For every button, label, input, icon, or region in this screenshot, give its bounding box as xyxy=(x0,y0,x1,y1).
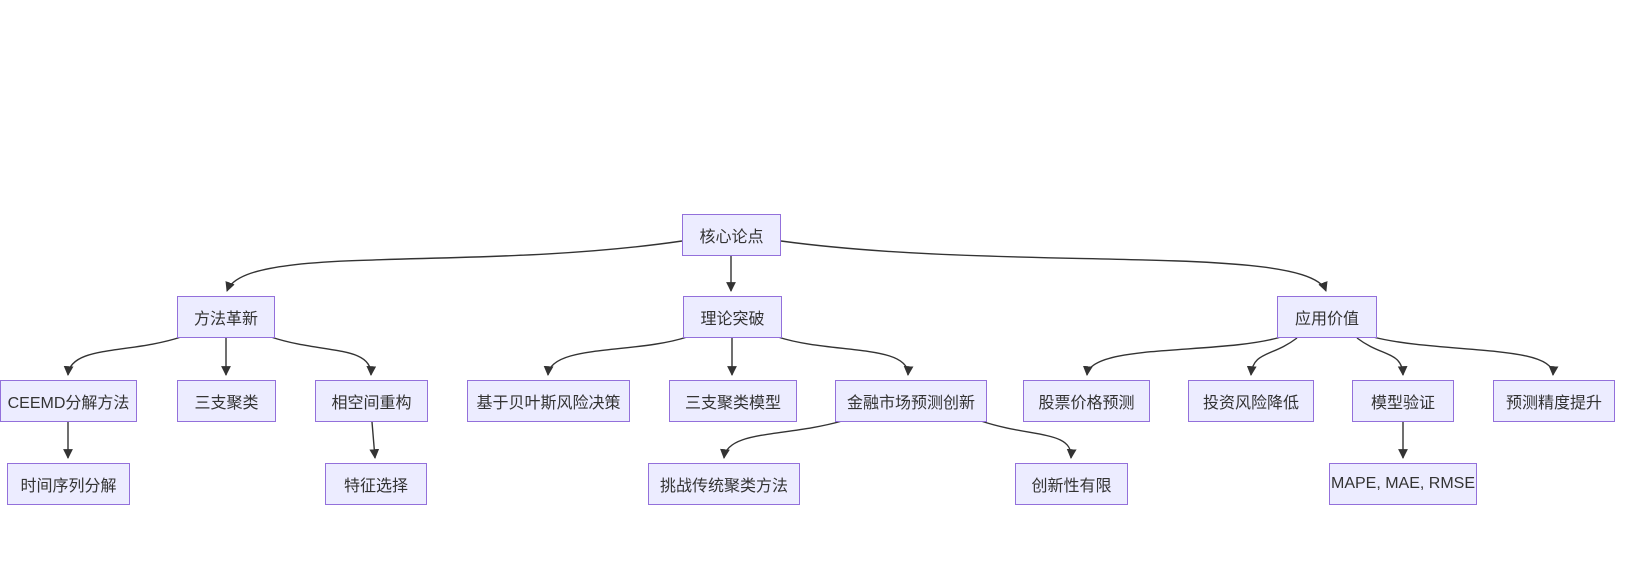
node-theory: 理论突破 xyxy=(683,296,782,338)
node-metrics: MAPE, MAE, RMSE xyxy=(1329,463,1477,505)
node-challenge: 挑战传统聚类方法 xyxy=(648,463,800,505)
edge-root-to-method xyxy=(225,240,683,292)
edge-fin-innovation-to-challenge xyxy=(720,420,843,459)
node-three-way: 三支聚类 xyxy=(177,380,276,422)
node-root: 核心论点 xyxy=(682,214,781,256)
node-accuracy: 预测精度提升 xyxy=(1493,380,1615,422)
node-twc-model: 三支聚类模型 xyxy=(669,380,797,422)
edge-application-to-risk-reduce xyxy=(1246,337,1298,376)
edge-method-to-phase-space xyxy=(270,336,377,376)
edge-application-to-stock-pred xyxy=(1082,336,1282,376)
node-bayes: 基于贝叶斯风险决策 xyxy=(467,380,630,422)
edge-theory-to-bayes xyxy=(543,336,688,376)
node-application: 应用价值 xyxy=(1277,296,1377,338)
edge-phase-space-to-feature-sel xyxy=(369,421,380,459)
edge-root-to-application xyxy=(780,240,1328,292)
node-fin-innovation: 金融市场预测创新 xyxy=(835,380,987,422)
edge-application-to-model-valid xyxy=(1356,337,1408,376)
node-method: 方法革新 xyxy=(177,296,275,338)
edge-fin-innovation-to-limited xyxy=(980,420,1077,459)
node-model-valid: 模型验证 xyxy=(1352,380,1454,422)
node-risk-reduce: 投资风险降低 xyxy=(1188,380,1314,422)
node-phase-space: 相空间重构 xyxy=(315,380,428,422)
edge-application-to-accuracy xyxy=(1372,336,1559,376)
node-limited: 创新性有限 xyxy=(1015,463,1128,505)
node-ceemd: CEEMD分解方法 xyxy=(0,380,137,422)
node-feature-sel: 特征选择 xyxy=(325,463,427,505)
node-ts-decomp: 时间序列分解 xyxy=(7,463,130,505)
node-stock-pred: 股票价格预测 xyxy=(1023,380,1150,422)
edge-theory-to-fin-innovation xyxy=(777,336,914,376)
edge-method-to-ceemd xyxy=(63,336,182,376)
